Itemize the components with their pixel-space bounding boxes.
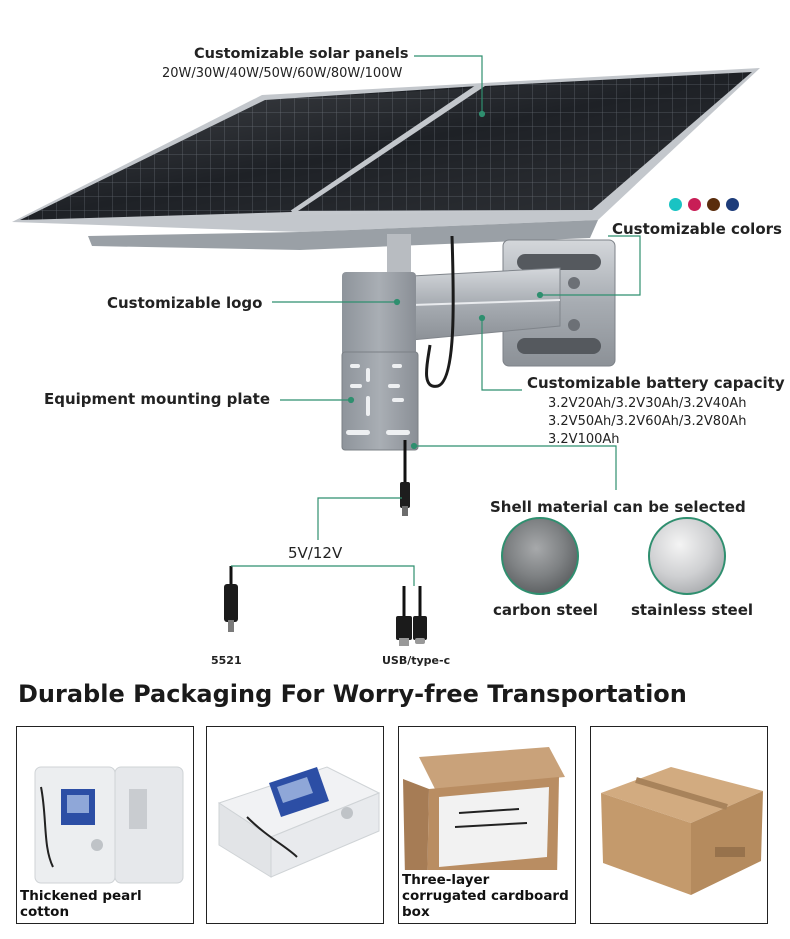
solar-panel-underside <box>88 220 598 250</box>
shell-option-carbon-steel: carbon steel <box>493 601 598 619</box>
carbon-steel-swatch <box>501 517 579 595</box>
battery-title: Customizable battery capacity <box>527 374 785 392</box>
packaging-photo-pearl-cotton: Thickened pearl cotton <box>16 726 194 924</box>
battery-specs-line-1: 3.2V20Ah/3.2V30Ah/3.2V40Ah <box>548 396 747 411</box>
solar-panels-title: Customizable solar panels <box>194 46 409 62</box>
color-swatch-2 <box>688 198 701 211</box>
packaging-photo-cardboard-closed <box>590 726 768 924</box>
color-swatch-4 <box>726 198 739 211</box>
voltage-label: 5V/12V <box>288 544 343 562</box>
foam-insert-image <box>217 766 381 878</box>
dc-plug <box>400 482 410 508</box>
cardboard-closed-image <box>601 767 763 895</box>
shell-option-stainless-steel: stainless steel <box>631 601 754 619</box>
battery-specs-line-2: 3.2V50Ah/3.2V60Ah/3.2V80Ah <box>548 414 747 429</box>
color-swatch-3 <box>707 198 720 211</box>
connector-5521-label: 5521 <box>211 654 242 667</box>
equipment-box <box>342 272 416 356</box>
packaging-caption-1: Thickened pearl cotton <box>17 886 193 923</box>
mounting-plate <box>341 351 419 451</box>
battery-specs-line-3: 3.2V100Ah <box>548 432 620 447</box>
support-pole <box>387 234 411 274</box>
connector-5521-body <box>224 584 238 622</box>
pearl-cotton-image <box>34 766 184 884</box>
product-illustration <box>12 55 760 646</box>
connector-usb-cable <box>402 586 422 618</box>
stainless-steel-swatch <box>648 517 726 595</box>
colors-title: Customizable colors <box>612 220 782 238</box>
mounting-plate-title: Equipment mounting plate <box>44 390 271 408</box>
packaging-caption-3: Three-layer corrugated cardboard box <box>399 870 575 923</box>
color-swatches <box>669 198 749 212</box>
shell-title: Shell material can be selected <box>490 498 746 516</box>
cardboard-open-image <box>403 747 565 889</box>
packaging-heading: Durable Packaging For Worry-free Transpo… <box>18 680 687 708</box>
packaging-photo-cardboard-open: Three-layer corrugated cardboard box <box>398 726 576 924</box>
logo-title: Customizable logo <box>107 294 263 312</box>
solar-panels-specs: 20W/30W/40W/50W/60W/80W/100W <box>162 66 403 81</box>
packaging-photo-foam-insert <box>206 726 384 924</box>
color-swatch-1 <box>669 198 682 211</box>
connector-usb-label: USB/type-c <box>382 654 451 667</box>
